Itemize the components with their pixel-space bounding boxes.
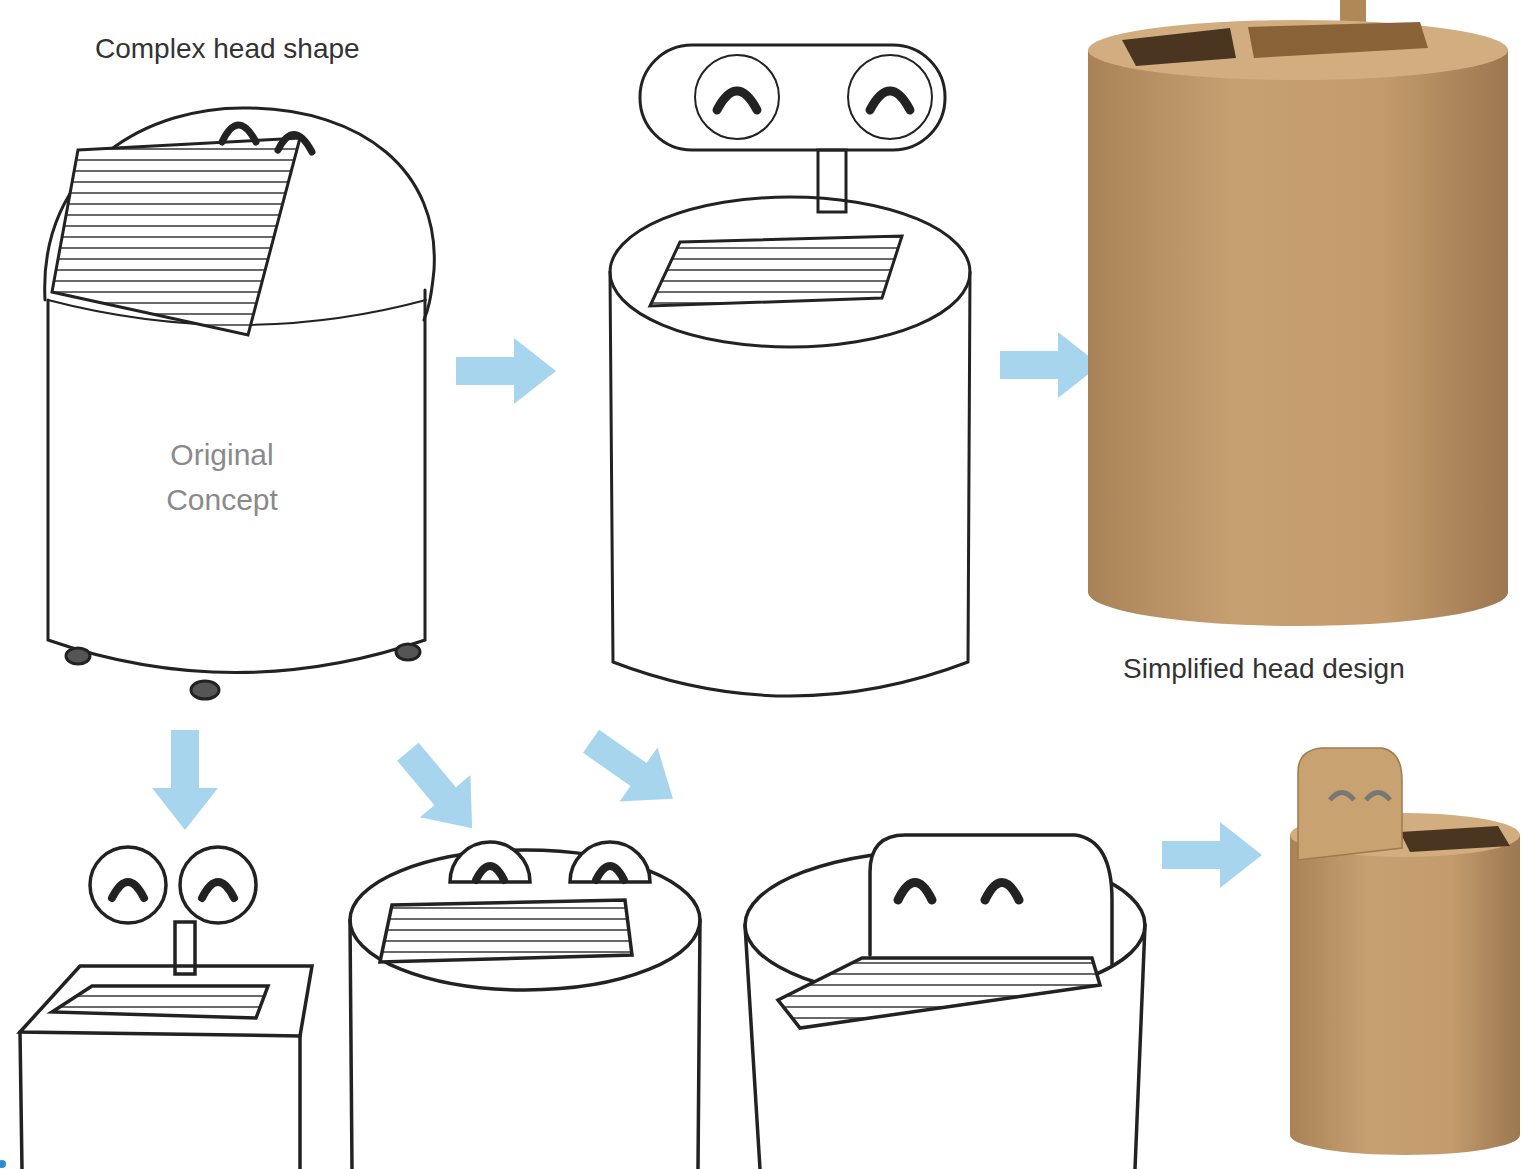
- eye-mark: [112, 882, 144, 898]
- eye: [848, 55, 932, 139]
- solar-panel: [650, 236, 902, 306]
- half-eye: [450, 842, 530, 882]
- block-arrow: [1000, 332, 1100, 398]
- solar-panel: [52, 138, 300, 335]
- cylinder-lid: [1088, 20, 1508, 80]
- cardboard-prototype: [1088, 0, 1508, 626]
- eye-mark: [985, 883, 1019, 901]
- block-arrow: [456, 338, 556, 404]
- opening: [1122, 28, 1236, 66]
- opening: [1400, 826, 1510, 852]
- box-sketch: [20, 847, 312, 1169]
- cylinder-body: [1088, 50, 1508, 592]
- heading-label: Complex head shape: [95, 28, 360, 70]
- cylinder-body: [1290, 835, 1520, 1135]
- eye: [695, 55, 779, 139]
- head-panel: [870, 835, 1112, 965]
- corner-dot: [0, 1160, 6, 1168]
- eye: [222, 125, 256, 142]
- cardboard-prototype: [1290, 748, 1520, 1155]
- block-arrow: [572, 714, 692, 825]
- block-arrow: [1162, 822, 1262, 888]
- panel-head-sketch: [745, 835, 1145, 1169]
- neck: [818, 150, 846, 212]
- bin-body: [745, 925, 1145, 1169]
- eye-mark: [898, 883, 932, 901]
- eye-mark: [202, 882, 234, 898]
- head-oval: [640, 45, 945, 150]
- eye-mark: [476, 866, 504, 880]
- eye-mark: [870, 91, 910, 110]
- block-arrow: [152, 730, 218, 830]
- eye-mark: [596, 866, 624, 880]
- cylinder-base: [1290, 1115, 1520, 1155]
- eye-mark: [717, 91, 757, 110]
- solar-panel: [778, 958, 1100, 1028]
- solar-panel: [52, 986, 268, 1018]
- bin-body: [610, 272, 970, 696]
- head-panel: [1298, 748, 1402, 860]
- eye-stalk-sketch: [610, 45, 970, 696]
- caption-label: Simplified head design: [1123, 648, 1405, 690]
- body-outline: [48, 290, 425, 673]
- sketch-label: Original Concept: [142, 432, 302, 522]
- block-arrow: [383, 730, 498, 849]
- original-sketch: [45, 108, 435, 699]
- wheel: [396, 644, 420, 660]
- eye: [278, 134, 312, 152]
- box-sides: [20, 1032, 300, 1169]
- half-eye: [570, 842, 650, 882]
- wheel: [191, 681, 219, 699]
- eye-mark: [1330, 793, 1354, 801]
- eye: [90, 847, 166, 923]
- low-eyes-sketch: [350, 842, 700, 1169]
- bin-top: [610, 197, 970, 347]
- wheel: [66, 648, 90, 664]
- eye-mark: [1366, 793, 1390, 801]
- box-top: [20, 966, 312, 1036]
- lid-panel: [1248, 22, 1428, 58]
- cylinder-base: [1088, 558, 1508, 626]
- solar-panel: [380, 900, 632, 962]
- eye: [180, 847, 256, 923]
